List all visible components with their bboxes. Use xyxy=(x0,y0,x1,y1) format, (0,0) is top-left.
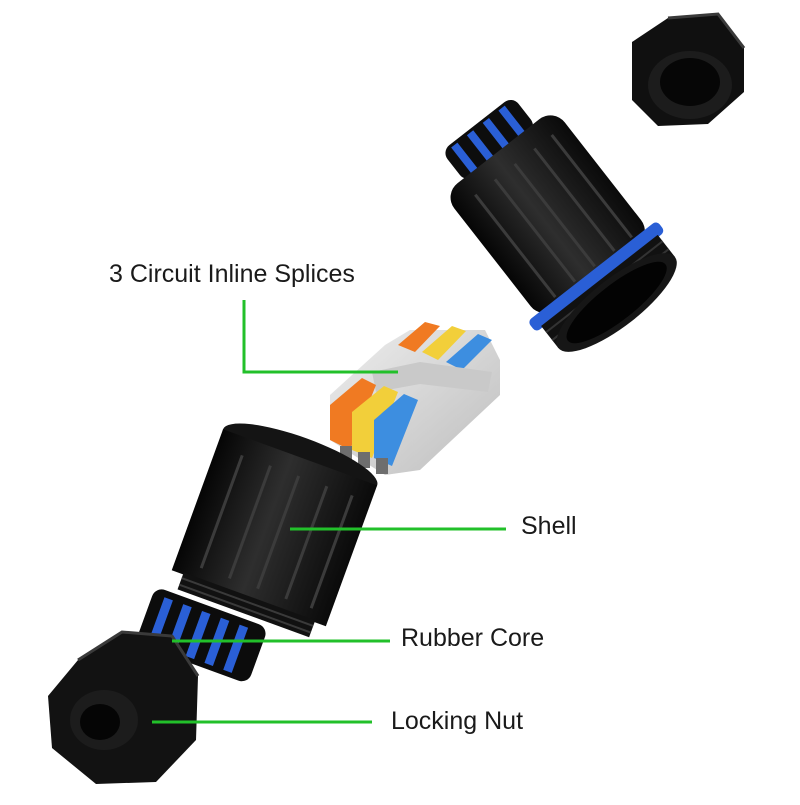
top-cap-nut xyxy=(632,12,746,126)
locking-nut xyxy=(48,630,200,784)
leader-lines xyxy=(152,300,506,724)
lever-connector xyxy=(330,322,500,475)
label-shell: Shell xyxy=(521,512,577,540)
label-locking-nut: Locking Nut xyxy=(391,707,524,735)
top-shell-housing xyxy=(445,99,677,352)
label-inline-splices: 3 Circuit Inline Splices xyxy=(109,260,355,288)
label-rubber-core: Rubber Core xyxy=(401,624,545,652)
leader-line-splices xyxy=(242,300,398,374)
bottom-shell-housing xyxy=(171,423,378,638)
